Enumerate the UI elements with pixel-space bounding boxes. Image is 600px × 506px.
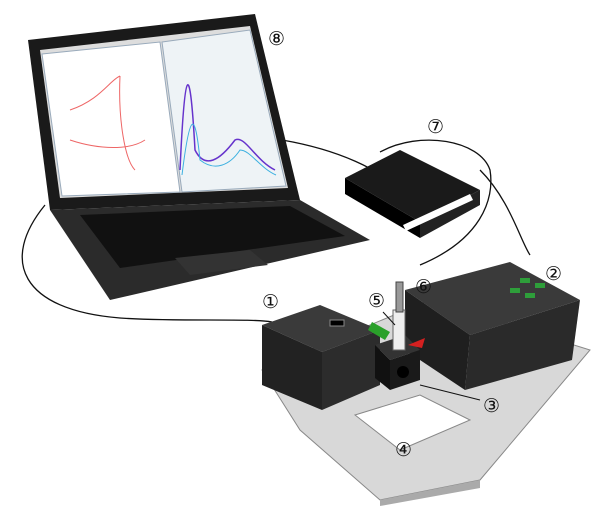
screen-left-plot (41, 41, 181, 197)
spectrometer-module (405, 262, 580, 390)
touchpad (175, 250, 268, 275)
holder-side (375, 345, 390, 390)
leader-lines (382, 311, 481, 401)
module-2-side (405, 290, 470, 390)
spectrum-curve (179, 84, 276, 171)
knob (397, 366, 409, 378)
callout-6: ⑥ (415, 276, 433, 298)
callout-5: ⑤ (368, 290, 386, 312)
cuvette-holder (368, 281, 425, 390)
red-arrow (408, 338, 425, 348)
cable-box-to-spectrometer (479, 169, 531, 256)
module-1-front (322, 330, 380, 410)
callout-3: ③ (483, 395, 501, 417)
module-2-front (465, 300, 580, 390)
sample-window (353, 394, 472, 451)
plate-edge (380, 480, 480, 506)
callout-4: ④ (395, 439, 413, 461)
module-1-side (262, 325, 322, 410)
box-side (345, 178, 420, 238)
spectrum-curve-2 (181, 123, 277, 176)
controller-box (345, 150, 480, 238)
module-1-top (262, 305, 380, 352)
callout-7: ⑦ (427, 116, 445, 138)
laptop (28, 14, 370, 300)
cv-curve (69, 75, 146, 171)
module-2-top (405, 262, 580, 335)
light-source-module (262, 305, 380, 410)
cable-box-to-probe (379, 139, 492, 266)
cable-laptop-to-device (21, 204, 273, 323)
box-top (345, 150, 480, 222)
screen-right-plot (161, 29, 287, 193)
probe (395, 281, 404, 313)
callout-2: ② (545, 263, 563, 285)
callout-8: ⑧ (268, 28, 286, 50)
cuvette (392, 309, 406, 351)
status-leds (510, 278, 545, 298)
display (329, 319, 345, 327)
box-label (403, 194, 473, 231)
green-arrow (368, 322, 390, 340)
keyboard (80, 206, 345, 268)
callout-1: ① (262, 291, 280, 313)
